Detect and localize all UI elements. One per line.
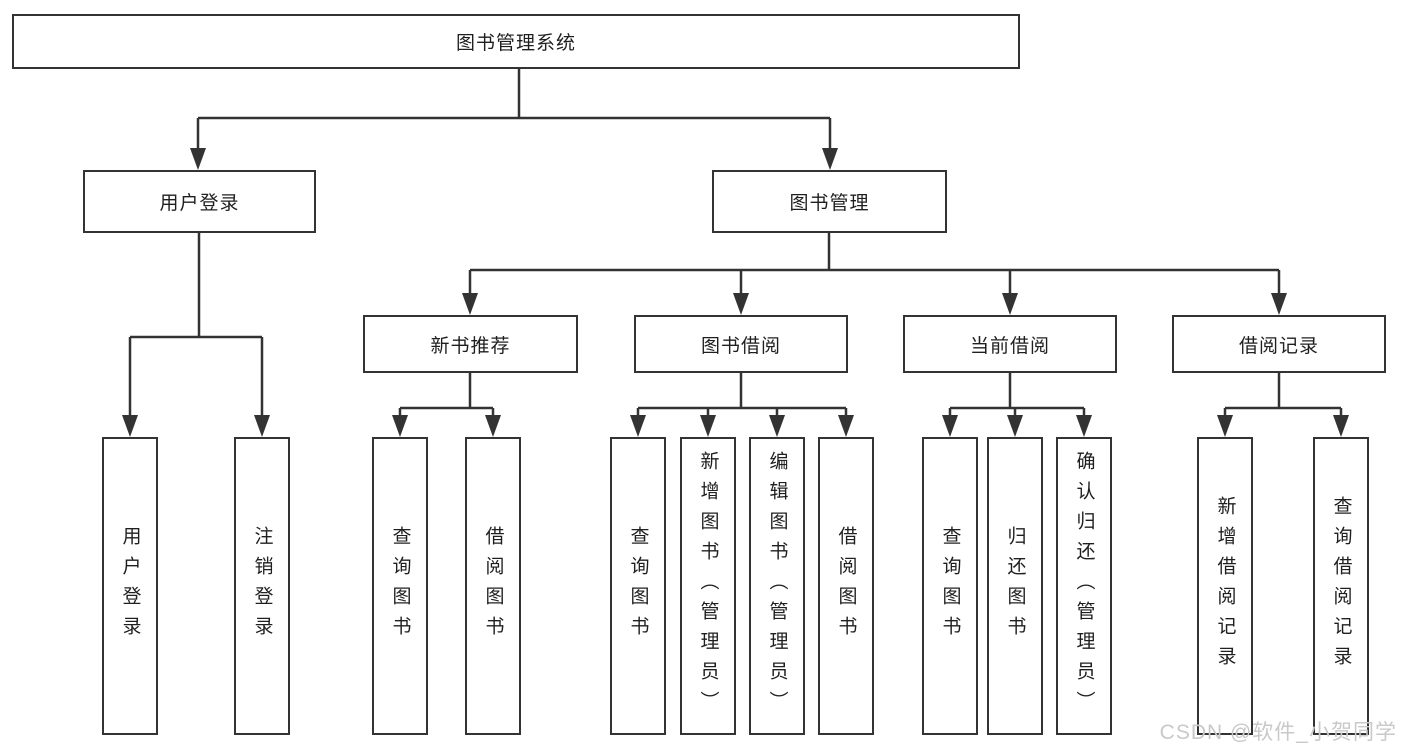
node-user-login-module-label: 用户登录 xyxy=(159,193,240,214)
node-leaf-newbook-borrow: 借阅图书 xyxy=(465,437,521,735)
node-borrow-records: 借阅记录 xyxy=(1172,315,1386,373)
watermark: CSDN @软件_小贺同学 xyxy=(1159,721,1397,744)
node-leaf-current-query: 查询图书 xyxy=(922,437,978,735)
node-leaf-borrow-borrow-book: 借阅图书 xyxy=(818,437,874,735)
node-leaf-record-add-label: 新增借阅记录 xyxy=(1214,496,1236,676)
node-leaf-borrow-borrow-book-label: 借阅图书 xyxy=(835,526,857,646)
node-leaf-borrow-add-book: 新增图书（管理员） xyxy=(680,437,736,735)
node-book-management-module: 图书管理 xyxy=(712,170,947,233)
node-current-borrow: 当前借阅 xyxy=(903,315,1117,373)
node-leaf-borrow-edit-book: 编辑图书（管理员） xyxy=(749,437,805,735)
node-leaf-user-login: 用户登录 xyxy=(102,437,158,735)
node-leaf-logout: 注销登录 xyxy=(234,437,290,735)
node-root-system-label: 图书管理系统 xyxy=(455,33,576,54)
node-leaf-record-query-label: 查询借阅记录 xyxy=(1330,496,1352,676)
node-leaf-logout-label: 注销登录 xyxy=(251,526,273,646)
node-leaf-borrow-add-book-label: 新增图书（管理员） xyxy=(697,451,719,721)
node-leaf-current-return-label: 归还图书 xyxy=(1004,526,1026,646)
node-leaf-current-confirm-return-label: 确认归还（管理员） xyxy=(1073,451,1095,721)
node-leaf-borrow-query-label: 查询图书 xyxy=(627,526,649,646)
node-new-book-recommend-label: 新书推荐 xyxy=(430,335,511,357)
node-leaf-newbook-borrow-label: 借阅图书 xyxy=(482,526,504,646)
node-user-login-module: 用户登录 xyxy=(83,170,316,233)
node-leaf-current-return: 归还图书 xyxy=(987,437,1043,735)
node-book-borrow: 图书借阅 xyxy=(634,315,848,373)
node-root-system: 图书管理系统 xyxy=(12,14,1020,69)
node-leaf-newbook-query-label: 查询图书 xyxy=(389,526,411,646)
node-leaf-user-login-label: 用户登录 xyxy=(119,526,141,646)
node-current-borrow-label: 当前借阅 xyxy=(969,335,1050,357)
node-leaf-current-confirm-return: 确认归还（管理员） xyxy=(1056,437,1112,735)
node-book-borrow-label: 图书借阅 xyxy=(700,335,781,357)
node-leaf-record-add: 新增借阅记录 xyxy=(1197,437,1253,735)
node-book-management-module-label: 图书管理 xyxy=(789,193,870,214)
node-leaf-borrow-edit-book-label: 编辑图书（管理员） xyxy=(766,451,788,721)
node-new-book-recommend: 新书推荐 xyxy=(363,315,578,373)
node-borrow-records-label: 借阅记录 xyxy=(1238,335,1319,357)
node-leaf-current-query-label: 查询图书 xyxy=(939,526,961,646)
node-leaf-newbook-query: 查询图书 xyxy=(372,437,428,735)
node-leaf-record-query: 查询借阅记录 xyxy=(1313,437,1369,735)
node-leaf-borrow-query: 查询图书 xyxy=(610,437,666,735)
arrowheads xyxy=(122,148,1349,437)
